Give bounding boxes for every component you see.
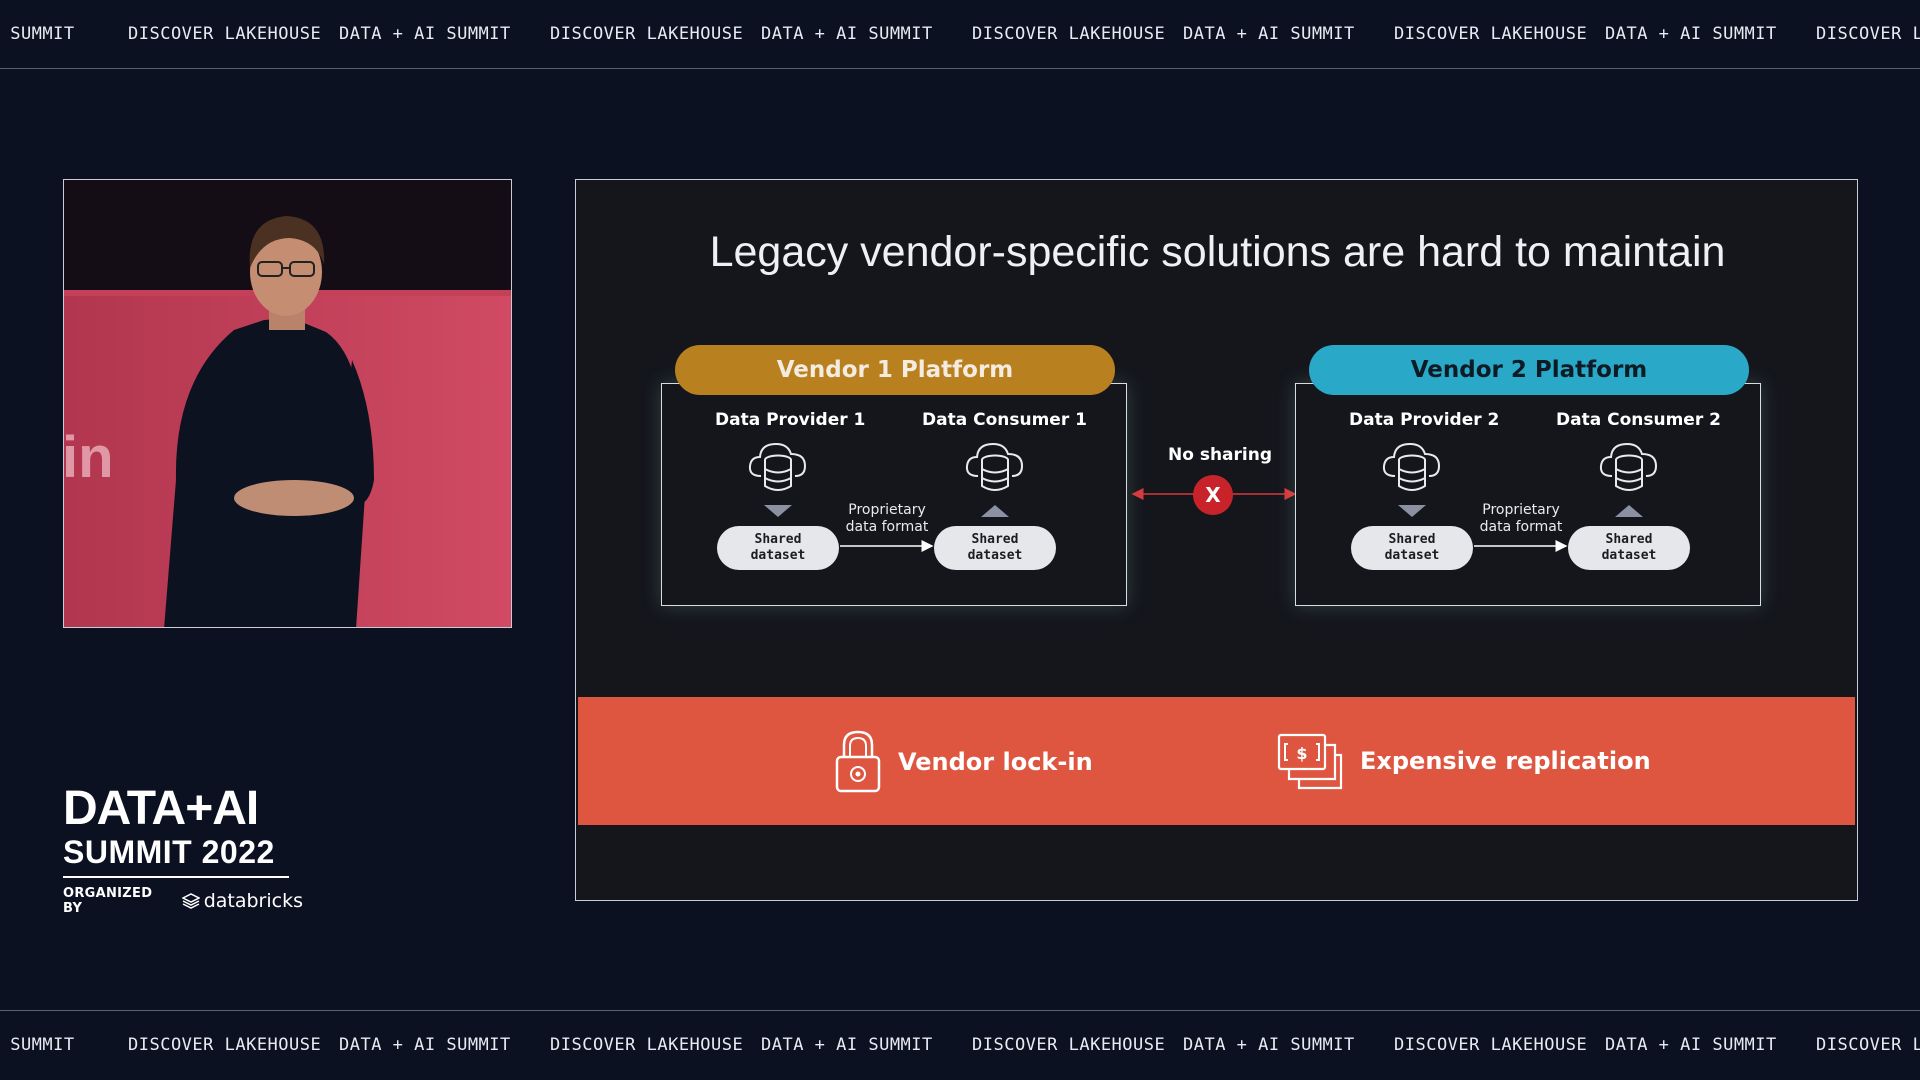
vendor1-format-line1: Proprietary [848, 502, 926, 518]
organizer-line: ORGANIZED BY databricks [63, 886, 303, 916]
vendor2-provider-down-triangle [1398, 505, 1426, 517]
logo-line-data-ai: DATA+AI [63, 782, 259, 835]
top-ticker: AI SUMMIT DISCOVER LAKEHOUSE DATA + AI S… [0, 0, 1920, 69]
ticker-phrase: DISCOVER LAKEHOUSE [128, 1035, 322, 1055]
ticker-phrase: DATA + AI SUMMIT [1605, 1035, 1777, 1055]
expensive-replication-label: Expensive replication [1360, 747, 1651, 775]
presentation-slide: Legacy vendor-specific solutions are har… [575, 179, 1858, 901]
vendor1-provider-cloud-database-icon [748, 442, 807, 491]
vendor2-format-line2: data format [1479, 519, 1563, 535]
no-sharing-label: No sharing [1168, 445, 1273, 465]
vendor2-provider-label: Data Provider 2 [1349, 410, 1500, 430]
no-sharing-x-glyph: X [1205, 483, 1221, 507]
vendor1-provider-dataset-line1: Shared [754, 532, 802, 547]
logo-divider [63, 876, 289, 878]
svg-text:in: in [64, 425, 114, 490]
ticker-phrase: DATA + AI SUMMIT [1183, 24, 1355, 44]
speaker-figure [164, 216, 374, 627]
vendor2-consumer-cloud-database-icon [1599, 442, 1658, 491]
vendor2-provider-dataset-line2: dataset [1384, 548, 1440, 563]
vendor2-format-label: Proprietary data format [1466, 502, 1576, 536]
vendor1-platform-title: Vendor 1 Platform [675, 345, 1115, 395]
organized-by-label: ORGANIZED BY [63, 886, 153, 916]
vendor1-consumer-cloud-database-icon [965, 442, 1024, 491]
ticker-phrase: DISCOVER LAKEHOUSE [1394, 24, 1588, 44]
svg-text:$: $ [1296, 744, 1307, 763]
ticker-phrase: DISCOVER LAKEHOUSE [550, 1035, 744, 1055]
ticker-phrase: DISCOVER LAKEHOUSE [550, 24, 744, 44]
bottom-ticker: AI SUMMIT DISCOVER LAKEHOUSE DATA + AI S… [0, 1010, 1920, 1079]
slide-title: Legacy vendor-specific solutions are har… [709, 228, 1726, 276]
ticker-phrase: DATA + AI SUMMIT [1183, 1035, 1355, 1055]
vendor2-platform-title: Vendor 2 Platform [1309, 345, 1749, 395]
speaker-video-frame: in [64, 180, 511, 627]
duplicate-money-icon: $ [1277, 733, 1343, 790]
vendor1-consumer-dataset-line1: Shared [971, 532, 1019, 547]
databricks-wordmark: databricks [203, 890, 303, 912]
speaker-video: in [63, 179, 512, 628]
vendor2-consumer-dataset-line1: Shared [1605, 532, 1653, 547]
vendor1-format-line2: data format [845, 519, 929, 535]
vendor1-format-label: Proprietary data format [832, 502, 942, 536]
vendor2-format-line1: Proprietary [1482, 502, 1560, 518]
ticker-phrase: DISCOVER LAKEHOUSE [972, 1035, 1166, 1055]
event-logo: DATA+AI SUMMIT 2022 ORGANIZED BY databri… [63, 784, 303, 916]
ticker-phrase: DATA + AI SUMMIT [761, 1035, 933, 1055]
no-sharing-x-icon: X [1193, 475, 1233, 515]
vendor2-consumer-dataset-line2: dataset [1601, 548, 1657, 563]
logo-line-summit: SUMMIT 2022 [63, 834, 275, 870]
vendor2-provider-cloud-database-icon [1382, 442, 1441, 491]
ticker-phrase: DISCOVER LAKEHOUSE [128, 24, 322, 44]
ticker-phrase: DATA + AI SUMMIT [339, 24, 511, 44]
vendor-lockin-item: Vendor lock-in [834, 729, 1093, 795]
lock-icon [835, 730, 881, 793]
ticker-phrase: DISCOVER LA [1816, 24, 1920, 44]
vendor1-consumer-dataset-line2: dataset [967, 548, 1023, 563]
vendor1-consumer-label: Data Consumer 1 [922, 410, 1087, 430]
vendor1-provider-label: Data Provider 1 [715, 410, 866, 430]
problems-band: Vendor lock-in $ Expensive replication [578, 697, 1855, 825]
vendor1-provider-down-triangle [764, 505, 792, 517]
ticker-phrase: DISCOVER LA [1816, 1035, 1920, 1055]
expensive-replication-item: $ Expensive replication [1276, 731, 1651, 791]
ticker-phrase: DISCOVER LAKEHOUSE [1394, 1035, 1588, 1055]
ticker-phrase: DATA + AI SUMMIT [761, 24, 933, 44]
databricks-icon [181, 893, 200, 909]
vendor2-provider-dataset-line1: Shared [1388, 532, 1436, 547]
ticker-phrase: AI SUMMIT [0, 1035, 75, 1055]
vendor1-consumer-up-triangle [981, 505, 1009, 517]
ticker-phrase: DATA + AI SUMMIT [339, 1035, 511, 1055]
ticker-phrase: AI SUMMIT [0, 24, 75, 44]
databricks-logo: databricks [181, 890, 303, 912]
ticker-phrase: DISCOVER LAKEHOUSE [972, 24, 1166, 44]
vendor1-provider-dataset-line2: dataset [750, 548, 806, 563]
vendor2-consumer-label: Data Consumer 2 [1556, 410, 1721, 430]
vendor-lockin-label: Vendor lock-in [898, 748, 1093, 776]
vendor2-consumer-up-triangle [1615, 505, 1643, 517]
ticker-phrase: DATA + AI SUMMIT [1605, 24, 1777, 44]
